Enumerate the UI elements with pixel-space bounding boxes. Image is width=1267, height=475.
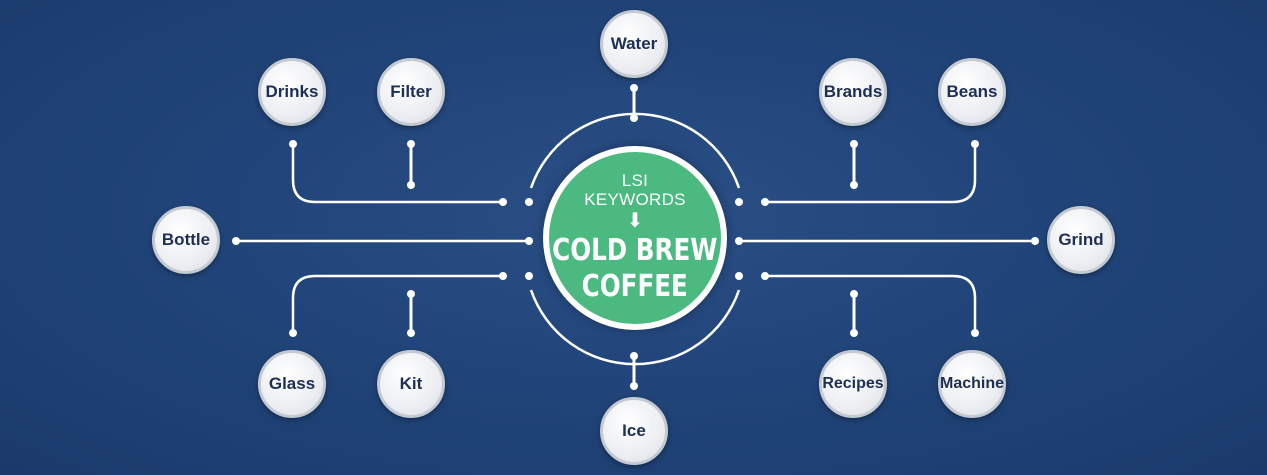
- keyword-node-machine: Machine: [938, 350, 1006, 418]
- keyword-node-brands: Brands: [819, 58, 887, 126]
- keyword-node-recipes: Recipes: [819, 350, 887, 418]
- center-topic-title: COLD BREW COFFEE: [552, 233, 717, 305]
- center-hub: LSI KEYWORDS ⬇ COLD BREW COFFEE: [543, 146, 727, 330]
- connector-machine: [765, 274, 977, 333]
- connector-glass: [291, 274, 503, 333]
- keyword-node-water: Water: [600, 10, 668, 78]
- down-arrow-icon: ⬇: [626, 210, 644, 232]
- keyword-node-kit: Kit: [377, 350, 445, 418]
- keyword-node-drinks: Drinks: [258, 58, 326, 126]
- center-label-line-1: LSI: [621, 171, 649, 190]
- center-topic-line-2: COFFEE: [581, 269, 689, 304]
- keyword-node-bottle: Bottle: [152, 206, 220, 274]
- center-label-lsi: LSI KEYWORDS: [584, 171, 686, 209]
- keyword-node-beans: Beans: [938, 58, 1006, 126]
- connector-beans: [765, 144, 977, 204]
- keyword-node-filter: Filter: [377, 58, 445, 126]
- keyword-node-glass: Glass: [258, 350, 326, 418]
- keyword-node-grind: Grind: [1047, 206, 1115, 274]
- connector-drinks: [291, 144, 503, 204]
- center-topic-line-1: COLD BREW: [552, 233, 718, 268]
- center-label-line-2: KEYWORDS: [584, 190, 686, 209]
- keyword-node-ice: Ice: [600, 397, 668, 465]
